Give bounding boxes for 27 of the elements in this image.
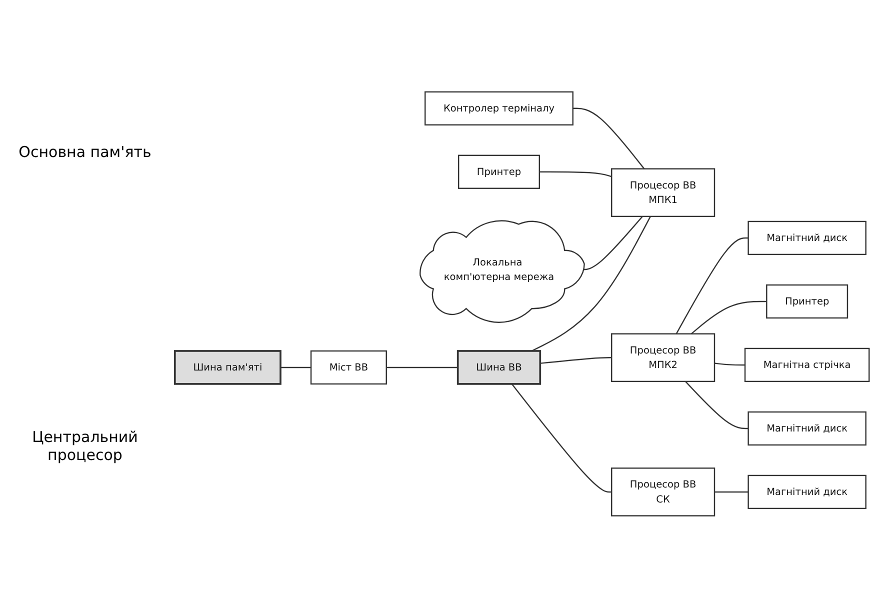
- connector: [676, 237, 748, 334]
- node-box: Магнітний диск: [748, 220, 866, 255]
- connector: [690, 300, 767, 334]
- connector: [685, 380, 748, 429]
- node-box: Міст ВВ: [310, 350, 387, 384]
- node-box: Шина ВВ: [456, 350, 542, 385]
- node-box: Контролер терміналу: [424, 90, 574, 126]
- connector: [532, 216, 651, 352]
- side-label: Центральний процесор: [31, 428, 139, 464]
- side-label: Основна пам'ять: [18, 143, 152, 162]
- connector: [280, 366, 312, 368]
- connector: [386, 366, 458, 368]
- node-box: Принтер: [458, 154, 540, 189]
- connector: [540, 356, 612, 364]
- node-box: Процесор ВВ МПК1: [611, 168, 716, 217]
- node-box: Шина пам'яті: [174, 350, 282, 385]
- node-box: Принтер: [766, 284, 848, 318]
- connector: [572, 107, 645, 169]
- connector: [511, 383, 612, 492]
- connector: [539, 170, 612, 177]
- connector: [714, 491, 748, 492]
- node-box: Процесор ВВ МПК2: [611, 332, 716, 382]
- node-box: Процесор ВВ СК: [611, 467, 716, 516]
- node-box: Магнітний диск: [748, 474, 866, 509]
- node-box: Магнітний диск: [748, 411, 866, 446]
- node-box: Магнітна стрічка: [744, 348, 870, 382]
- connector: [714, 362, 746, 366]
